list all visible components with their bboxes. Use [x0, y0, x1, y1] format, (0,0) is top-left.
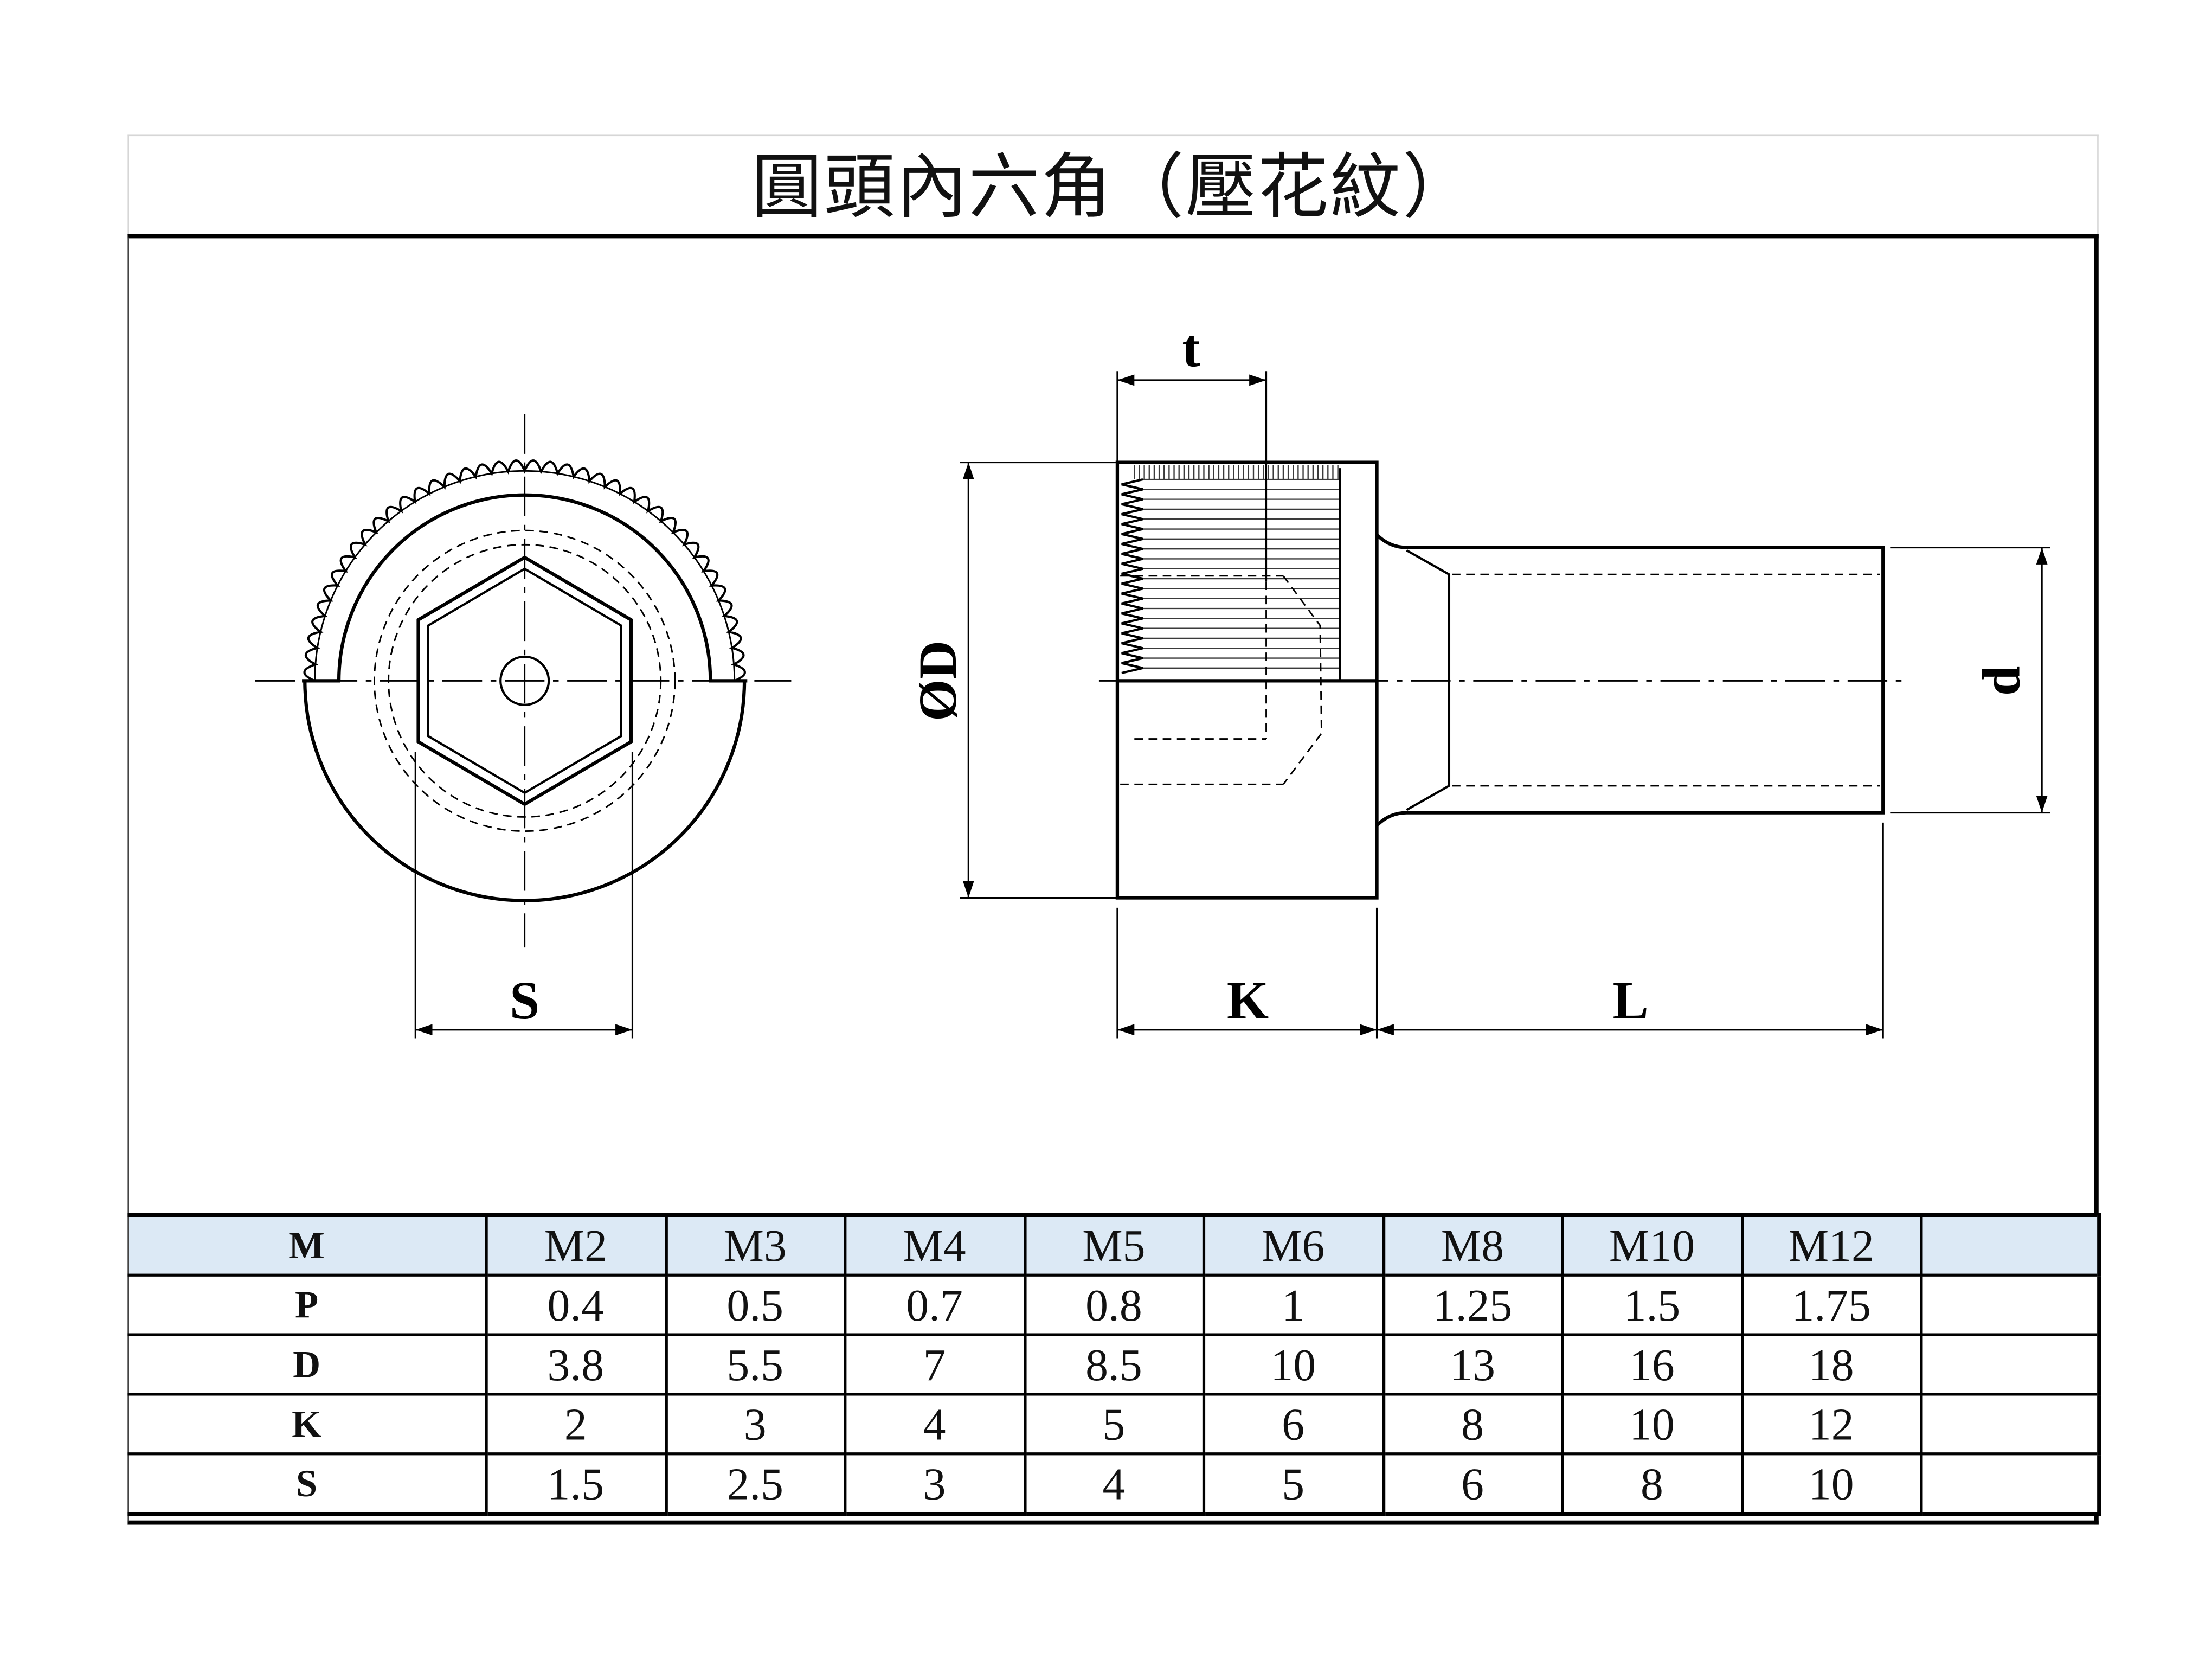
dimension-label-s: S	[510, 971, 539, 1030]
table-cell: 1.5	[1560, 1273, 1744, 1336]
table-cell: 0.4	[484, 1273, 667, 1336]
empty-cell	[1919, 1393, 2102, 1456]
row-label-cell: K	[127, 1393, 487, 1456]
row-label-cell: M	[127, 1213, 487, 1277]
drawing-frame	[127, 234, 2099, 1525]
table-cell: M3	[664, 1213, 846, 1277]
table-cell: 3.8	[484, 1333, 667, 1396]
table-cell: 16	[1560, 1333, 1744, 1396]
front-view: S	[255, 414, 792, 1039]
table-cell: 4	[843, 1393, 1026, 1456]
table-cell: 10	[1201, 1333, 1385, 1396]
row-label-cell: P	[127, 1273, 487, 1336]
table-cell: 4	[1023, 1452, 1205, 1516]
row-label-cell: S	[127, 1452, 487, 1516]
table-cell: 1	[1201, 1273, 1385, 1336]
dimension-label-t: t	[1182, 318, 1200, 378]
table-cell: 8	[1560, 1452, 1744, 1516]
table-cell: 0.7	[843, 1273, 1026, 1336]
knurl-teeth-side	[1121, 478, 1143, 675]
table-cell: 0.5	[664, 1273, 846, 1336]
table-cell: M8	[1381, 1213, 1564, 1277]
empty-cell	[1919, 1333, 2102, 1396]
table-cell: M2	[484, 1213, 667, 1277]
knurl-top-ticks	[1134, 465, 1339, 480]
table-cell: 18	[1740, 1333, 1922, 1396]
table-cell: M6	[1201, 1213, 1385, 1277]
table-cell: M4	[843, 1213, 1026, 1277]
table-cell: 12	[1740, 1393, 1922, 1456]
knurl-root-arc	[314, 470, 736, 681]
dimension-label-L: L	[1613, 971, 1649, 1030]
table-cell: 10	[1740, 1452, 1922, 1516]
table-cell: 1.5	[484, 1452, 667, 1516]
knurl-lines	[1143, 478, 1340, 669]
table-cell: M5	[1023, 1213, 1205, 1277]
socket-hidden-cone	[1282, 575, 1322, 785]
table-cell: 0.8	[1023, 1273, 1205, 1336]
dimension-label-D: ØD	[908, 640, 968, 721]
table-cell: 5.5	[664, 1333, 846, 1396]
table-cell: 6	[1201, 1393, 1385, 1456]
empty-cell	[1919, 1213, 2102, 1277]
table-cell: 8	[1381, 1393, 1564, 1456]
empty-cell	[1919, 1273, 2102, 1336]
table-cell: 3	[843, 1452, 1026, 1516]
row-label-cell: D	[127, 1333, 487, 1396]
page-title: 圓頭內六角（壓花紋）	[127, 134, 2099, 237]
table-cell: 13	[1381, 1333, 1564, 1396]
table-cell: M10	[1560, 1213, 1744, 1277]
empty-cell	[1919, 1452, 2102, 1516]
socket-hidden-circle-outer	[374, 529, 676, 832]
table-cell: 1.25	[1381, 1273, 1564, 1336]
table-cell: 2	[484, 1393, 667, 1456]
table-cell: 5	[1023, 1393, 1205, 1456]
table-cell: 3	[664, 1393, 846, 1456]
table-cell: 2.5	[664, 1452, 846, 1516]
center-hole	[499, 655, 550, 706]
table-cell: 10	[1560, 1393, 1744, 1456]
side-view: t ØD d K L	[908, 318, 2050, 1039]
table-cell: 7	[843, 1333, 1026, 1396]
table-cell: 8.5	[1023, 1333, 1205, 1396]
table-cell: 6	[1381, 1452, 1564, 1516]
table-cell: 1.75	[1740, 1273, 1922, 1336]
dimension-label-K: K	[1227, 971, 1269, 1030]
dimension-label-d: d	[1971, 666, 2031, 696]
table-cell: M12	[1740, 1213, 1922, 1277]
table-cell: 5	[1201, 1452, 1385, 1516]
